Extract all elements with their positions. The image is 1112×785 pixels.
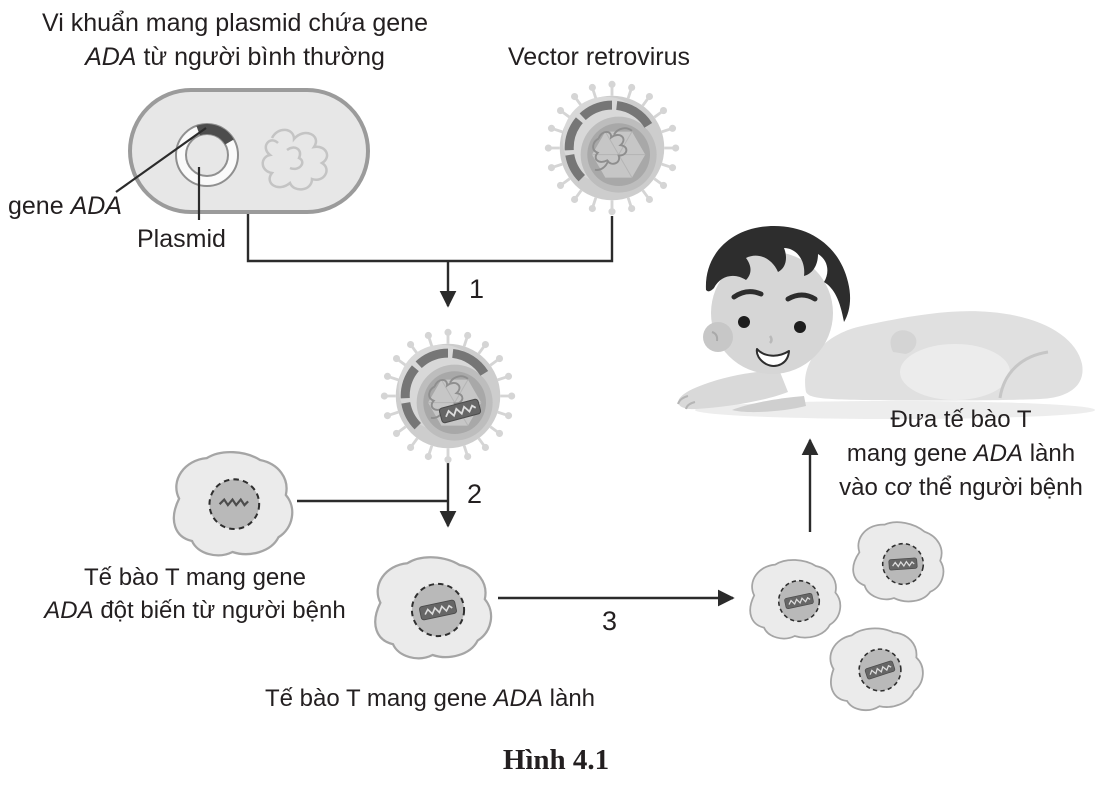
label-step-1: 1 <box>469 274 484 305</box>
connector-step2-arrow <box>297 461 457 528</box>
gene-name-italic: ADA <box>493 685 543 712</box>
t-cell-sick-illustration <box>174 452 292 555</box>
label-vector-retrovirus: Vector retrovirus <box>508 40 690 74</box>
figure-caption-text: Hình 4.1 <box>502 744 610 776</box>
gene-name-italic: ADA <box>973 440 1024 467</box>
label-plasmid-callout: Plasmid <box>137 222 226 256</box>
gene-ada-segment <box>196 124 234 145</box>
label-inject-line2-suffix: lành <box>1029 440 1076 467</box>
t-cell-healthy-illustration <box>375 557 491 658</box>
label-bacteria-source: Vi khuẩn mang plasmid chứa gene ADA từ n… <box>15 6 455 74</box>
label-t-cell-healthy-suffix: lành <box>549 685 596 712</box>
step-2-number: 2 <box>467 479 483 509</box>
label-inject-line1: Đưa tế bào T <box>890 406 1032 433</box>
t-cell-cluster-illustration <box>750 517 949 714</box>
gene-name-italic: ADA <box>44 597 94 624</box>
label-bacteria-line2: từ người bình thường <box>143 43 385 71</box>
label-t-cell-healthy-prefix: Tế bào T mang gene <box>264 685 487 712</box>
connector-step1-arrow <box>246 210 614 308</box>
step-1-number: 1 <box>469 274 485 304</box>
label-t-cell-healthy: Tế bào T mang gene ADA lành <box>230 682 630 715</box>
label-t-cell-sick: Tế bào T mang gene ADA đột biến từ người… <box>10 561 380 627</box>
baby-illustration <box>677 226 1095 419</box>
label-inject-line3: vào cơ thể người bệnh <box>839 474 1083 501</box>
gene-ada-leader-line <box>115 127 207 193</box>
gene-name-italic: ADA <box>70 192 122 220</box>
label-step-2: 2 <box>467 479 482 510</box>
label-t-cell-sick-line1: Tế bào T mang gene <box>84 564 306 591</box>
chromosome-squiggle <box>261 128 329 191</box>
bacterium-illustration <box>115 88 370 220</box>
label-inject-t-cells: Đưa tế bào T mang gene ADA lành vào cơ t… <box>808 403 1112 505</box>
vector-retrovirus-illustration <box>548 84 675 211</box>
label-step-3: 3 <box>602 606 617 637</box>
label-bacteria-line1: Vi khuẩn mang plasmid chứa gene <box>42 9 428 37</box>
label-inject-line2-prefix: mang gene <box>846 440 967 467</box>
label-vector-retrovirus-text: Vector retrovirus <box>508 43 691 71</box>
baby-hair <box>705 226 851 322</box>
step-3-number: 3 <box>602 606 618 636</box>
figure-caption: Hình 4.1 <box>0 744 1112 777</box>
label-plasmid-text: Plasmid <box>137 225 226 253</box>
label-gene-ada-callout: gene ADA <box>8 189 122 223</box>
label-gene-prefix: gene <box>8 192 64 220</box>
recombinant-retrovirus-illustration <box>384 332 511 459</box>
label-t-cell-sick-line2: đột biến từ người bệnh <box>100 597 346 624</box>
gene-name-italic: ADA <box>85 43 137 71</box>
